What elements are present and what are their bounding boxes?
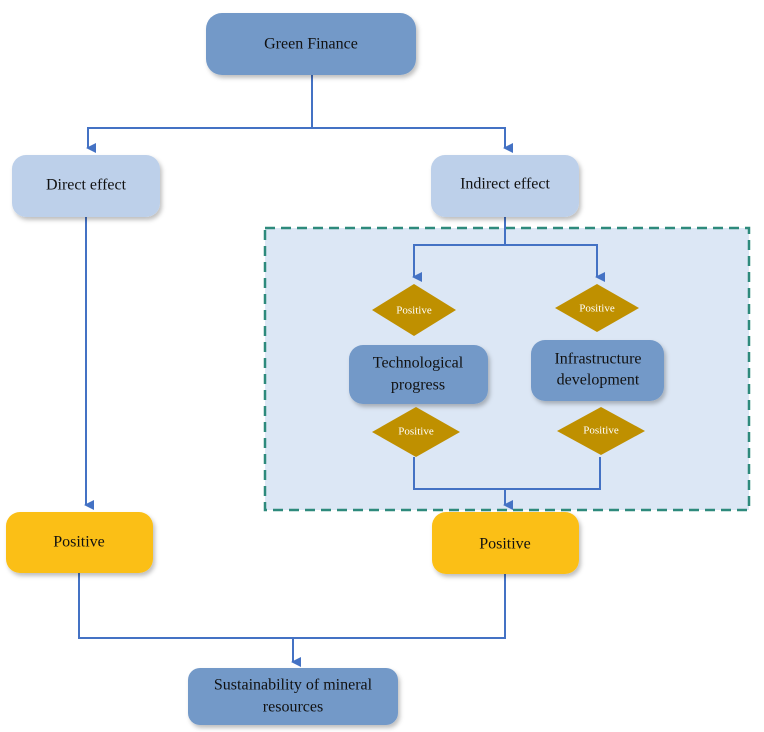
node-direct-effect: Direct effect [12, 155, 160, 217]
node-positive-direct: Positive [6, 512, 153, 573]
connector-right-positive-down [293, 574, 506, 639]
node-positive-indirect-label: Positive [479, 536, 531, 553]
connector-infra-bottom-join [505, 457, 601, 490]
connectors [78, 75, 605, 667]
node-tech-label-line1: Technological [373, 355, 464, 372]
node-indirect-effect-label: Indirect effect [460, 176, 550, 193]
node-infra-label-line1: Infrastructure [554, 351, 641, 368]
connector-split-to-direct [86, 127, 312, 153]
connector-left-positive-down [78, 573, 293, 639]
node-green-finance: Green Finance [206, 13, 416, 75]
indirect-mechanism-panel [263, 226, 751, 512]
node-indirect-effect: Indirect effect [431, 155, 579, 217]
node-direct-effect-label: Direct effect [46, 177, 127, 194]
connector-indirect-to-tech [412, 244, 505, 282]
node-sustainability: Sustainability of mineral resources [188, 668, 398, 725]
node-infra-label-line2: development [557, 372, 640, 389]
node-green-finance-label: Green Finance [264, 36, 358, 53]
node-positive-indirect: Positive [432, 512, 579, 574]
node-technological-progress: Technological progress [349, 345, 488, 404]
node-positive-direct-label: Positive [53, 534, 105, 551]
node-tech-label-line2: progress [391, 377, 445, 394]
connector-split-to-indirect [312, 127, 513, 153]
diamond-infra-top: Positive [555, 284, 639, 332]
diamond-infra-bottom-label: Positive [583, 425, 619, 437]
node-sustainability-line2: resources [263, 699, 323, 716]
node-sustainability-line1: Sustainability of mineral [214, 677, 373, 694]
connector-indirect-to-infra [505, 244, 605, 282]
diamond-infra-bottom: Positive [557, 407, 645, 455]
connector-tech-bottom-join [413, 457, 505, 490]
diamond-tech-top: Positive [372, 284, 456, 336]
diamond-infra-top-label: Positive [579, 303, 615, 315]
diamond-tech-bottom-label: Positive [398, 426, 434, 438]
diamond-tech-bottom: Positive [372, 407, 460, 457]
node-infrastructure-development: Infrastructure development [531, 340, 664, 401]
diamond-tech-top-label: Positive [396, 305, 432, 317]
